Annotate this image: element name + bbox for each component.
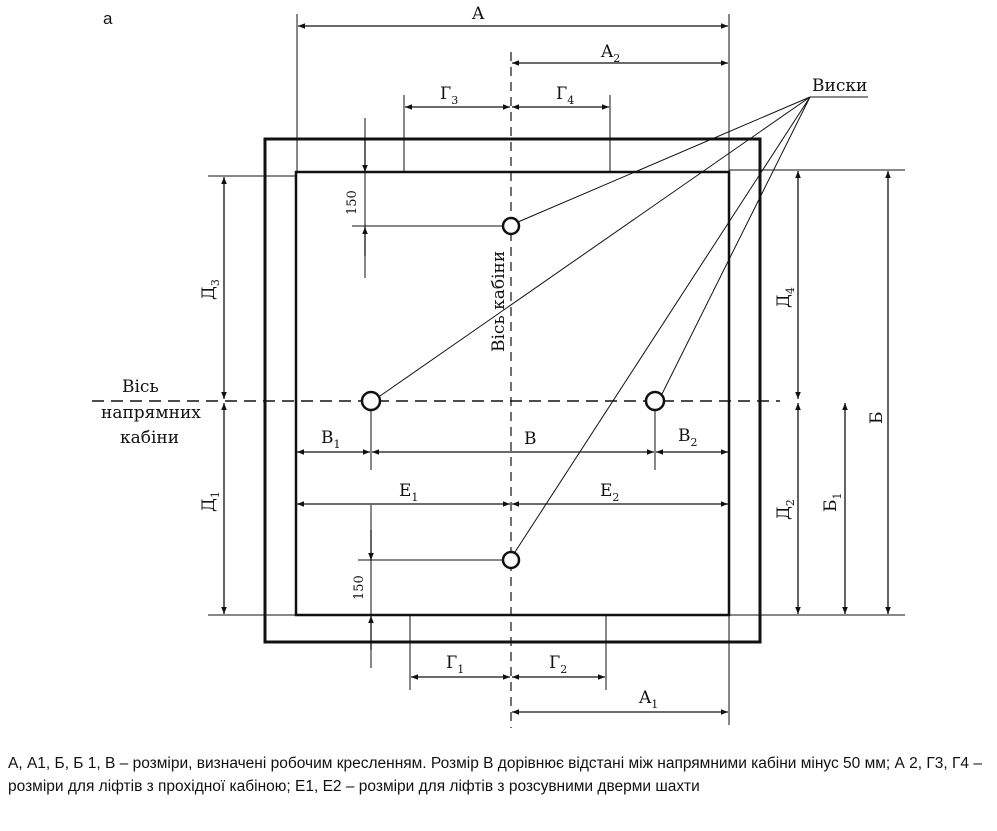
dim-V2-label: В2 bbox=[678, 426, 698, 449]
shaft-outline bbox=[263, 137, 762, 644]
dim-G4-label: Г4 bbox=[556, 84, 574, 107]
dimension-lines bbox=[221, 23, 891, 715]
plumb-bobs-label: Виски bbox=[812, 76, 867, 96]
guides-axis-label-line3: кабіни bbox=[120, 428, 179, 448]
cabin-axis-label: Вісь кабіни bbox=[489, 251, 509, 352]
cabin-outline bbox=[294, 170, 731, 617]
dim-A-label: A bbox=[471, 4, 485, 24]
plumb-points bbox=[360, 216, 666, 570]
dim-E2-label: Е2 bbox=[600, 481, 619, 504]
plumb-leader-lines bbox=[379, 96, 868, 553]
dim-A2-label: A2 bbox=[600, 42, 620, 65]
dim-offset-bottom-label: 150 bbox=[352, 575, 367, 600]
shaft-plan-diagram: а bbox=[92, 4, 905, 728]
figure-corner-label: а bbox=[103, 9, 113, 28]
dim-B1-label: Б1 bbox=[821, 493, 844, 513]
dim-D1-label: Д1 bbox=[199, 491, 222, 512]
dim-V-label: В bbox=[524, 429, 537, 449]
dim-D4-label: Д4 bbox=[774, 287, 797, 308]
figure-caption: А, А1, Б, Б 1, В – розміри, визначені ро… bbox=[8, 755, 982, 795]
guides-axis-label-line2: напрямних bbox=[101, 403, 201, 423]
extension-lines bbox=[208, 14, 905, 725]
dim-offset-top-label: 150 bbox=[345, 190, 360, 215]
dim-G2-label: Г2 bbox=[549, 653, 567, 676]
guides-axis-label-line1: Вісь bbox=[122, 377, 159, 397]
plumb-bob-right bbox=[644, 390, 666, 412]
dim-D3-label: Д3 bbox=[199, 279, 222, 300]
plumb-bob-left bbox=[360, 390, 382, 412]
plumb-bob-bottom bbox=[501, 550, 521, 570]
dim-E1-label: Е1 bbox=[399, 481, 418, 504]
dim-G1-label: Г1 bbox=[446, 653, 464, 676]
dim-A1-label: A1 bbox=[638, 688, 658, 711]
dim-V1-label: В1 bbox=[321, 428, 341, 451]
dim-D2-label: Д2 bbox=[774, 499, 797, 520]
dim-G3-label: Г3 bbox=[440, 84, 458, 107]
plumb-bob-top bbox=[501, 216, 521, 236]
dim-B-label: Б bbox=[867, 412, 887, 425]
